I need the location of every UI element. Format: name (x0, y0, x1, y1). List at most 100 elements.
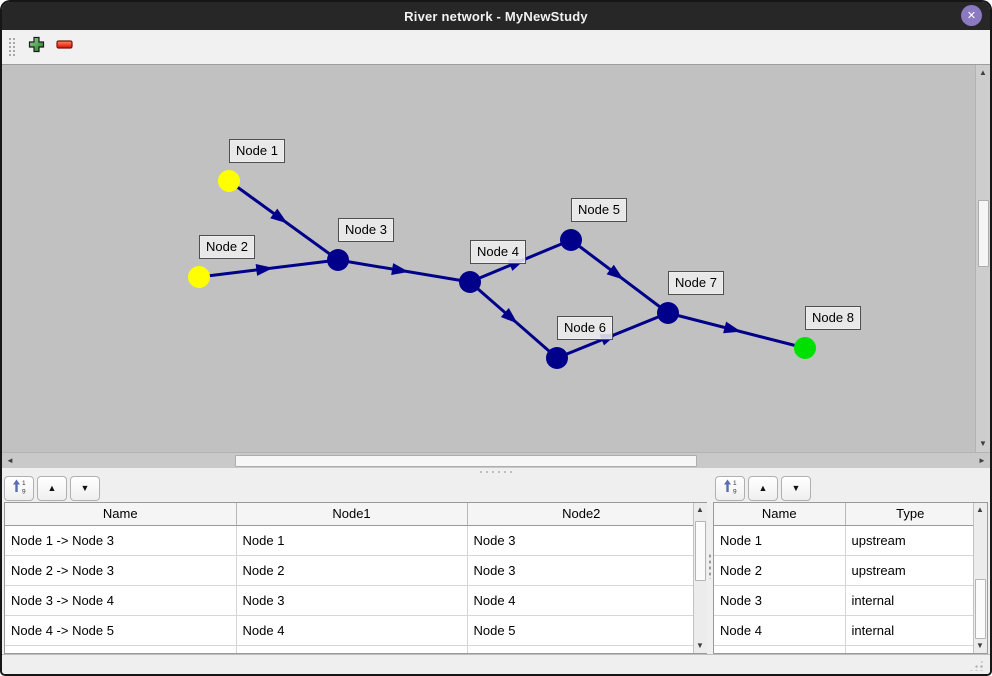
table-cell[interactable] (714, 645, 846, 653)
nodes-move-down-button[interactable]: ▼ (781, 476, 811, 501)
canvas-horizontal-scrollbar[interactable]: ◄ ► (2, 452, 990, 468)
add-node-button[interactable] (22, 33, 50, 61)
node-node-4[interactable] (459, 271, 481, 293)
table-cell[interactable]: upstream (845, 525, 975, 556)
table-cell[interactable]: Node 1 (236, 525, 468, 556)
toolbar-drag-handle[interactable] (7, 36, 16, 58)
splitter-handle-icon[interactable] (478, 470, 514, 474)
node-node-3[interactable] (327, 249, 349, 271)
branches-table-scrollbar[interactable]: ▲ ▼ (693, 503, 707, 653)
table-cell[interactable] (467, 645, 695, 653)
node-node-8[interactable] (794, 337, 816, 359)
edge-arrowhead-icon (500, 307, 518, 324)
nodes-scroll-thumb[interactable] (975, 579, 986, 639)
close-button[interactable]: ✕ (961, 5, 982, 26)
svg-text:9: 9 (22, 488, 26, 495)
branches-move-down-button[interactable]: ▼ (70, 476, 100, 501)
table-cell[interactable]: Node 2 -> Node 3 (5, 555, 237, 586)
table-cell[interactable]: upstream (845, 555, 975, 586)
table-cell[interactable]: Node 3 (714, 585, 846, 616)
horizontal-splitter[interactable] (2, 468, 990, 475)
table-cell[interactable]: Node 1 (714, 525, 846, 556)
column-header-type[interactable]: Type (845, 503, 975, 526)
branches-scroll-thumb[interactable] (695, 521, 706, 581)
scroll-left-arrow-icon[interactable]: ◄ (6, 456, 14, 465)
scroll-up-arrow-icon[interactable]: ▲ (696, 505, 704, 514)
table-cell[interactable]: internal (845, 585, 975, 616)
table-cell[interactable] (236, 645, 468, 653)
vertical-splitter[interactable] (707, 475, 713, 654)
table-cell[interactable]: Node 3 (467, 525, 695, 556)
table-cell[interactable]: Node 1 -> Node 3 (5, 525, 237, 556)
nodes-sort-button[interactable]: 1 9 (715, 476, 745, 501)
node-label-node-4: Node 4 (470, 240, 526, 264)
scroll-down-arrow-icon[interactable]: ▼ (979, 439, 987, 448)
table-cell[interactable] (845, 645, 975, 653)
minus-icon (55, 35, 74, 59)
resize-grip-icon[interactable] (969, 659, 985, 671)
table-cell[interactable]: Node 3 -> Node 4 (5, 585, 237, 616)
node-node-2[interactable] (188, 266, 210, 288)
table-cell[interactable]: Node 2 (714, 555, 846, 586)
table-cell[interactable] (5, 645, 237, 653)
node-node-5[interactable] (560, 229, 582, 251)
down-triangle-icon: ▼ (80, 483, 90, 493)
main-toolbar (2, 30, 990, 65)
table-row-partial (5, 645, 695, 653)
edge-arrowhead-icon (270, 208, 288, 224)
scroll-right-arrow-icon[interactable]: ► (978, 456, 986, 465)
sort-ascending-icon: 1 9 (11, 478, 28, 500)
scroll-down-arrow-icon[interactable]: ▼ (696, 641, 704, 650)
table-cell[interactable]: Node 3 (236, 585, 468, 616)
table-cell[interactable]: Node 4 (467, 585, 695, 616)
plus-icon (27, 35, 46, 59)
column-header-name[interactable]: Name (714, 503, 846, 526)
table-cell[interactable]: Node 5 (467, 615, 695, 646)
column-header-node1[interactable]: Node1 (236, 503, 468, 526)
canvas-vertical-scrollbar[interactable]: ▲ ▼ (975, 65, 990, 452)
sort-ascending-icon: 1 9 (722, 478, 739, 500)
nodes-move-up-button[interactable]: ▲ (748, 476, 778, 501)
table-cell[interactable]: Node 2 (236, 555, 468, 586)
splitter-handle-icon[interactable] (708, 553, 712, 579)
svg-text:1: 1 (733, 480, 737, 487)
table-cell[interactable]: Node 3 (467, 555, 695, 586)
branches-move-up-button[interactable]: ▲ (37, 476, 67, 501)
scroll-up-arrow-icon[interactable]: ▲ (976, 505, 984, 514)
node-label-node-6: Node 6 (557, 316, 613, 340)
table-cell[interactable]: Node 4 (714, 615, 846, 646)
titlebar[interactable]: River network - MyNewStudy ✕ (2, 2, 990, 30)
table-cell[interactable]: Node 4 (236, 615, 468, 646)
node-label-node-1: Node 1 (229, 139, 285, 163)
node-node-6[interactable] (546, 347, 568, 369)
table-cell[interactable]: Node 4 -> Node 5 (5, 615, 237, 646)
scroll-up-arrow-icon[interactable]: ▲ (979, 68, 987, 77)
scroll-down-arrow-icon[interactable]: ▼ (976, 641, 984, 650)
node-label-node-7: Node 7 (668, 271, 724, 295)
node-label-node-3: Node 3 (338, 218, 394, 242)
canvas-hscroll-thumb[interactable] (235, 455, 697, 467)
branches-sort-button[interactable]: 1 9 (4, 476, 34, 501)
edge-arrowhead-icon (723, 321, 742, 334)
column-header-node2[interactable]: Node2 (467, 503, 695, 526)
node-node-7[interactable] (657, 302, 679, 324)
remove-node-button[interactable] (50, 33, 78, 61)
canvas-vscroll-thumb[interactable] (978, 200, 989, 267)
table-cell[interactable]: internal (845, 615, 975, 646)
node-node-1[interactable] (218, 170, 240, 192)
column-header-name[interactable]: Name (5, 503, 237, 526)
nodes-table-scrollbar[interactable]: ▲ ▼ (973, 503, 987, 653)
